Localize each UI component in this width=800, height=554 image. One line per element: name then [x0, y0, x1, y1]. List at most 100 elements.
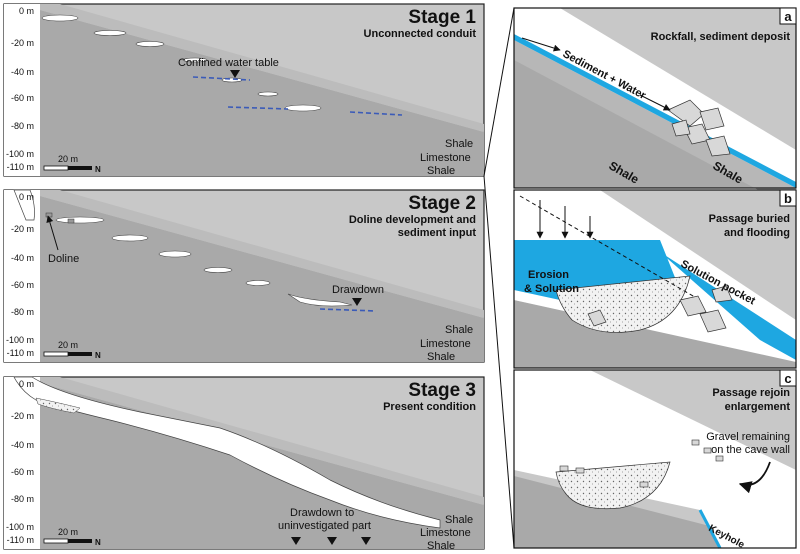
stage1-rock-labels: Shale Limestone Shale [420, 138, 473, 177]
depth-tick: -40 m [11, 67, 34, 77]
connector-line [483, 175, 515, 549]
panel-c-letter: c [784, 371, 791, 386]
depth-tick: -110 m [7, 162, 34, 172]
scale-bar-black [68, 166, 92, 170]
panel-a-flow-arrow-2 [639, 94, 671, 111]
rock-label: Limestone [420, 338, 471, 350]
stage2-title: Stage 2 [408, 193, 476, 214]
scale-bar-white [43, 538, 69, 544]
stage2-doline-label: Doline [48, 253, 79, 265]
stage2-axis-area [4, 190, 40, 362]
panel-a: Sediment + Water Shale Shale Rockfall, s… [513, 7, 797, 210]
drawdown-marker-icon [352, 298, 362, 306]
rock-label: Shale [427, 540, 455, 552]
stage2-subtitle-line2: sediment input [398, 227, 477, 239]
scale-bar-black [68, 539, 92, 543]
stage3-rock-labels: Shale Limestone Shale [420, 514, 473, 552]
depth-tick: -100 m [6, 149, 34, 159]
panel-a-frame [513, 7, 797, 189]
stage2-subtitle-line1: Doline development and [349, 214, 476, 226]
conduit-segment [284, 104, 322, 112]
depth-tick: -60 m [11, 467, 34, 477]
rock-label: Shale [427, 351, 455, 363]
north-label: N [95, 165, 101, 174]
depth-tick: -100 m [6, 335, 34, 345]
connector-line [483, 7, 515, 177]
panel-c-title-line1: Passage rejoin [712, 387, 790, 399]
stage2-depth-axis: 0 m -20 m -40 m -60 m -80 m -100 m -110 … [6, 192, 34, 358]
panel-c-letter-box [779, 369, 797, 387]
stage1-limestone-band [40, 4, 484, 132]
scale-bar-white [43, 351, 69, 357]
gravel-block [715, 455, 724, 462]
panel-b-title-line1: Passage buried [709, 213, 790, 225]
rock-block [711, 285, 733, 303]
panel-c-gravel-arrow [738, 461, 771, 494]
gravel-block [575, 467, 585, 474]
conduit-segment [203, 267, 233, 273]
conduit-segment [135, 41, 165, 47]
depth-tick: -20 m [11, 38, 34, 48]
panel-a-letter: a [784, 9, 792, 24]
panel-b-letter: b [784, 191, 792, 206]
stage3-scale-bar: 20 m N [43, 527, 101, 547]
stage1-conduits [41, 14, 322, 112]
depth-tick: 0 m [19, 192, 34, 202]
stage1-title: Stage 1 [408, 7, 476, 28]
depth-tick: 0 m [19, 6, 34, 16]
sediment-block [45, 212, 53, 218]
panel-b-frame [513, 189, 797, 369]
stage1-subtitle: Unconnected conduit [364, 28, 477, 40]
depth-tick: -80 m [11, 121, 34, 131]
gravel-block [703, 447, 712, 454]
conduit-segment [93, 30, 127, 36]
rock-label: Shale [445, 138, 473, 150]
depth-tick: -60 m [11, 280, 34, 290]
panel-b: Erosion & Solution Solution pocket Passa… [513, 189, 797, 369]
rock-block [679, 295, 707, 317]
panel-b-title-line2: and flooding [724, 227, 790, 239]
stage2-drawdown-label: Drawdown [332, 284, 384, 296]
stage1-scale-bar: 20 m N [43, 154, 101, 174]
conduit-segment [257, 91, 279, 97]
panel-c-sediment [555, 461, 671, 510]
stage1-depth-axis: 0 m -20 m -40 m -60 m -80 m -100 m -110 … [6, 6, 34, 172]
drawdown-marker-icon [361, 537, 371, 545]
rock-label: Limestone [420, 152, 471, 164]
stage2-water-table [319, 308, 377, 312]
inset-connectors [483, 7, 515, 549]
rock-block [705, 135, 731, 157]
panel-b-sediment [555, 275, 691, 333]
panel-c-gravel [559, 439, 724, 488]
rock-label: Shale [427, 165, 455, 177]
stage2-panel: Drawdown Doline Stage 2 Doline developme… [3, 189, 485, 363]
drawdown-marker-icon [327, 537, 337, 545]
panel-b-letter-box [779, 189, 797, 207]
stage2-limestone-band [40, 190, 484, 318]
stage1-water-table [192, 76, 403, 116]
stage1-annotation: Confined water table [178, 57, 279, 69]
stage3-drawdown-line2: uninvestigated part [278, 520, 371, 532]
gravel-block [559, 465, 569, 472]
stage2-rock-labels: Shale Limestone Shale [420, 324, 473, 363]
doline-arrow [46, 215, 59, 251]
stage3-drawdown-line1: Drawdown to [290, 507, 354, 519]
panel-c-gravel-line2: on the cave wall [711, 444, 790, 456]
depth-tick: -20 m [11, 224, 34, 234]
panel-a-flow-arrow [521, 37, 561, 52]
gravel-block [691, 439, 700, 446]
rock-label: Shale [445, 324, 473, 336]
panel-c-gravel-line1: Gravel remaining [706, 431, 790, 443]
rock-block [671, 119, 691, 137]
depth-tick: -60 m [11, 93, 34, 103]
depth-tick: -100 m [6, 522, 34, 532]
stage1-panel: Confined water table Stage 1 Unconnected… [3, 3, 485, 177]
scale-label: 20 m [58, 340, 78, 350]
rock-label: Shale [445, 514, 473, 526]
conduit-segment [55, 216, 105, 224]
scale-bar-white [43, 165, 69, 171]
water-table-line [349, 111, 403, 116]
rock-block [699, 107, 725, 131]
depth-tick: -80 m [11, 307, 34, 317]
